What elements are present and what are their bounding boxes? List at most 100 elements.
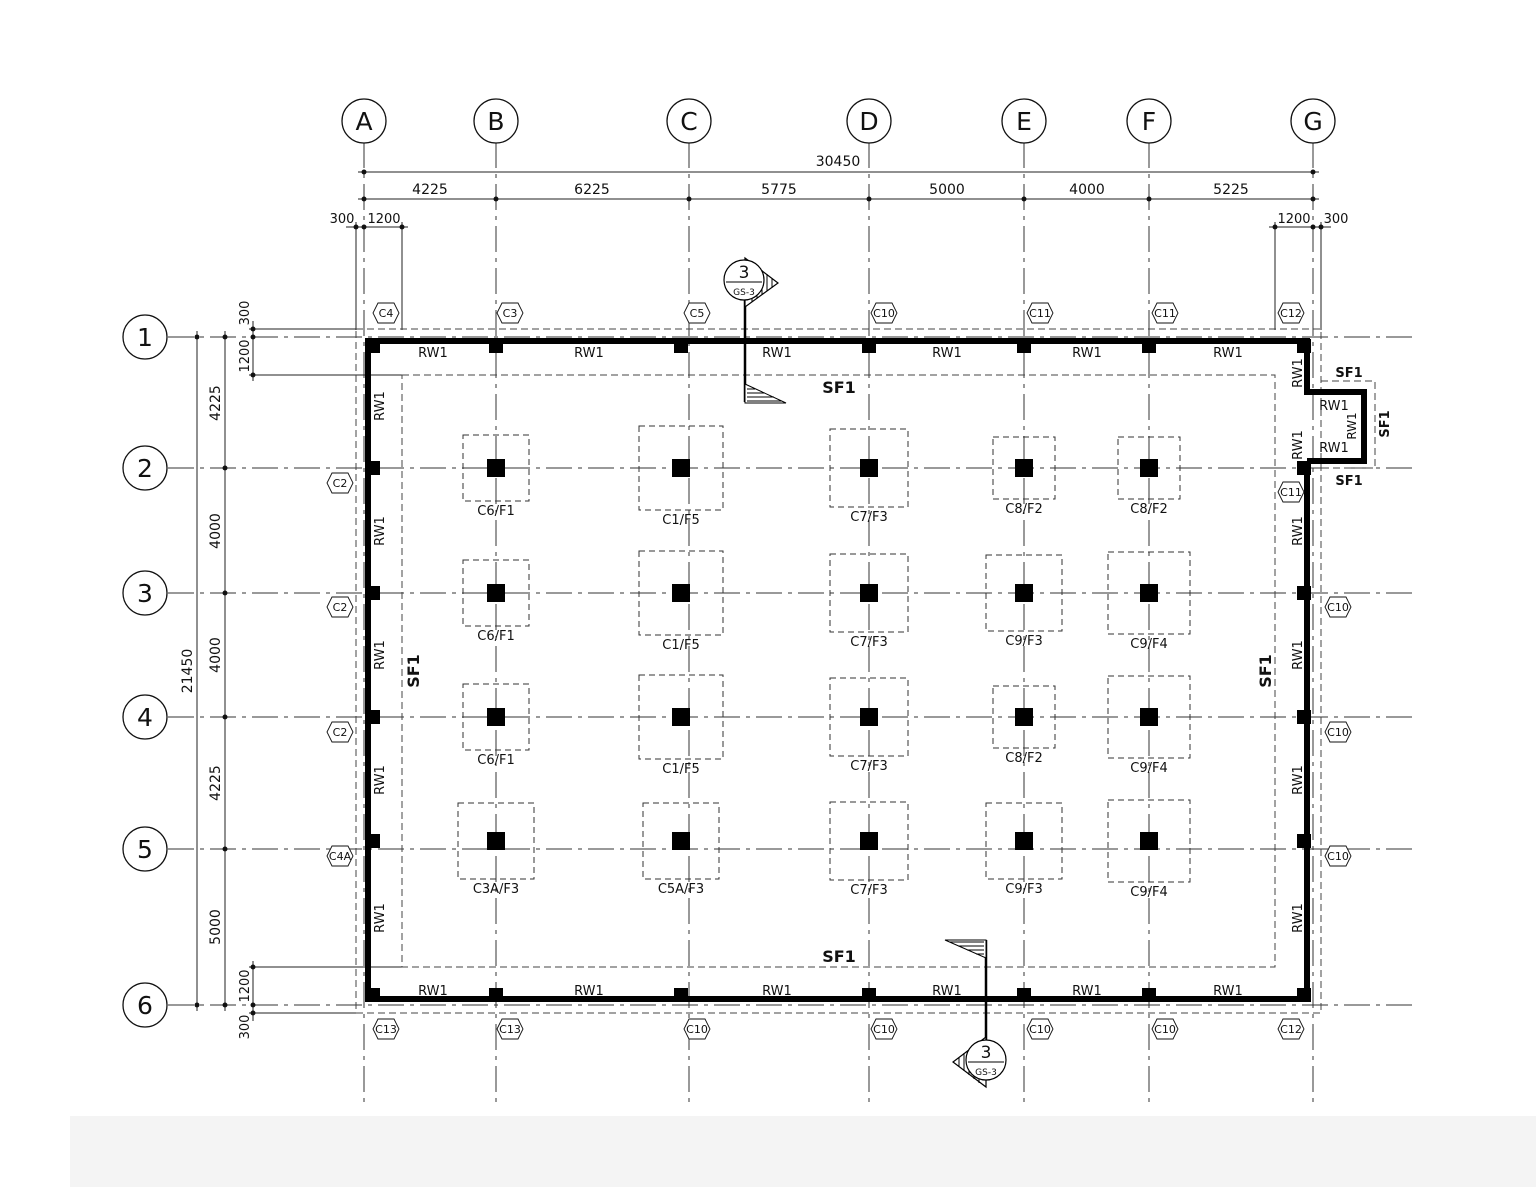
column-tag: C13 xyxy=(372,1018,400,1040)
footing-label: C7/F3 xyxy=(850,510,887,525)
column-tag-label: C4 xyxy=(379,307,394,320)
perimeter-column xyxy=(862,339,876,353)
axis-bubble-E: E xyxy=(1001,98,1047,144)
footing-outline xyxy=(1117,436,1181,500)
dim-overall-x: 30450 xyxy=(816,154,861,170)
dim-bay-EF: 4000 xyxy=(1069,182,1105,198)
slab-tag: SF1 xyxy=(1378,410,1393,437)
column-square xyxy=(487,584,505,602)
column-tag-label: C10 xyxy=(1327,726,1349,739)
footing-outline xyxy=(829,801,909,881)
footing-label: C1/F5 xyxy=(662,513,699,528)
column-axis-bubbles: A B C D E F G xyxy=(341,98,1336,144)
dim-edge-bottom-300: 300 xyxy=(238,1015,253,1040)
footing: C8/F2 xyxy=(992,436,1056,517)
footing: C1/F5 xyxy=(638,550,724,653)
dim-edge-right-1200: 1200 xyxy=(1277,212,1310,227)
column-square xyxy=(1015,584,1033,602)
wall-tag: RW1 xyxy=(932,984,962,999)
column-tag-label: C4A xyxy=(329,850,352,863)
wall-tag: RW1 xyxy=(1291,903,1306,933)
column-tag-label: C13 xyxy=(375,1023,397,1036)
footing-outline xyxy=(462,683,530,751)
footing-label: C6/F1 xyxy=(477,753,514,768)
column-tag: C11 xyxy=(1151,302,1179,324)
svg-text:D: D xyxy=(859,107,878,136)
footing: C7/F3 xyxy=(829,677,909,774)
hexagon-tag-frame xyxy=(372,1018,400,1040)
wall-tag: RW1 xyxy=(1291,516,1306,546)
hexagon-tag-frame xyxy=(326,472,354,494)
slab-tag: SF1 xyxy=(822,947,856,966)
dim-edge-top-1200: 1200 xyxy=(238,339,253,372)
wall-tag: RW1 xyxy=(1319,441,1349,456)
axis-bubble-B: B xyxy=(473,98,519,144)
column-square xyxy=(672,832,690,850)
axis-bubble-6: 6 xyxy=(122,982,168,1028)
footing-label: C7/F3 xyxy=(850,759,887,774)
footing-label: C6/F1 xyxy=(477,629,514,644)
hexagon-tag-frame xyxy=(1324,721,1352,743)
axis-bubble-D: D xyxy=(846,98,892,144)
hexagon-tag-frame xyxy=(1026,1018,1054,1040)
column-tag: C11 xyxy=(1277,481,1305,503)
column-square xyxy=(487,708,505,726)
footing: C7/F3 xyxy=(829,553,909,650)
axis-bubble-3: 3 xyxy=(122,570,168,616)
column-square xyxy=(860,832,878,850)
column-tag-label: C2 xyxy=(333,726,348,739)
hexagon-tag-frame xyxy=(1324,845,1352,867)
svg-text:F: F xyxy=(1142,107,1156,136)
footing-label: C9/F4 xyxy=(1130,637,1167,652)
column-square xyxy=(1015,459,1033,477)
perimeter-column xyxy=(489,988,503,1002)
section-sheet: GS-3 xyxy=(733,288,755,298)
dim-bay-56: 5000 xyxy=(208,909,224,945)
wall-tag: RW1 xyxy=(373,765,388,795)
svg-text:B: B xyxy=(487,107,504,136)
dim-bay-12: 4225 xyxy=(208,385,224,421)
column-tag-label: C10 xyxy=(873,1023,895,1036)
perimeter-column xyxy=(489,339,503,353)
column-square xyxy=(672,459,690,477)
column-tag: C10 xyxy=(683,1018,711,1040)
footing-label: C3A/F3 xyxy=(473,882,519,897)
svg-text:6: 6 xyxy=(137,991,153,1020)
footing: C9/F4 xyxy=(1107,551,1191,652)
hexagon-tag-frame xyxy=(683,1018,711,1040)
footing-label: C7/F3 xyxy=(850,883,887,898)
column-tag: C12 xyxy=(1277,1018,1305,1040)
column-tag: C5 xyxy=(683,302,711,324)
column-tag-label: C10 xyxy=(686,1023,708,1036)
dim-bay-BC: 6225 xyxy=(574,182,610,198)
wall-tag: RW1 xyxy=(932,346,962,361)
perimeter-column xyxy=(862,988,876,1002)
column-tag-label: C10 xyxy=(1029,1023,1051,1036)
column-tag-label: C2 xyxy=(333,601,348,614)
slab-tag: SF1 xyxy=(822,378,856,397)
dim-bay-34: 4000 xyxy=(208,637,224,673)
footing-outline xyxy=(985,802,1063,880)
wall-tag: RW1 xyxy=(418,346,448,361)
svg-text:G: G xyxy=(1303,107,1322,136)
svg-text:2: 2 xyxy=(137,454,153,483)
dim-overall-y: 21450 xyxy=(180,649,196,694)
footing-outline xyxy=(829,553,909,633)
column-tag-label: C10 xyxy=(1327,601,1349,614)
axis-bubble-5: 5 xyxy=(122,826,168,872)
footing: C3A/F3 xyxy=(457,802,535,897)
section-number: 3 xyxy=(739,263,750,283)
footing-outline xyxy=(1107,551,1191,635)
perimeter-column xyxy=(1297,586,1311,600)
column-tag-label: C11 xyxy=(1280,486,1302,499)
footing-label: C8/F2 xyxy=(1005,502,1042,517)
sheet-bottom-band xyxy=(70,1116,1536,1187)
wall-tag: RW1 xyxy=(574,984,604,999)
footing-outline xyxy=(1107,799,1191,883)
dim-bay-45: 4225 xyxy=(208,765,224,801)
footing-label: C9/F4 xyxy=(1130,885,1167,900)
perimeter-column xyxy=(674,339,688,353)
axis-bubble-G: G xyxy=(1290,98,1336,144)
wall-tag: RW1 xyxy=(1345,412,1359,439)
